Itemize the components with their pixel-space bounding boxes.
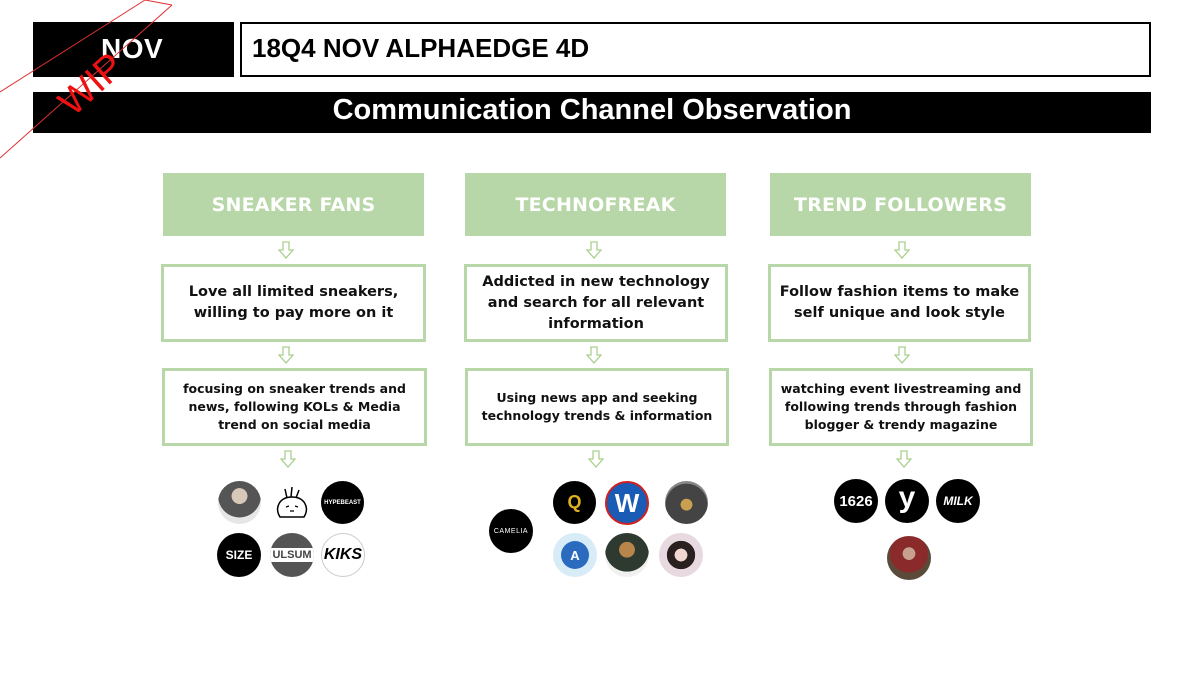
- channel-logo-w-weekly[interactable]: W: [605, 481, 649, 525]
- channel-logo-1626-magazine[interactable]: 1626: [834, 479, 878, 523]
- down-arrow-icon: [894, 346, 910, 364]
- channel-logo-captain-cartoon[interactable]: A: [553, 533, 597, 577]
- segment-header-sneaker-fans: SNEAKER FANS: [163, 173, 424, 236]
- trait-box-technofreak: Addicted in new technology and search fo…: [464, 264, 728, 342]
- behavior-box-trend-followers: watching event livestreaming and followi…: [769, 368, 1033, 446]
- down-arrow-icon: [280, 450, 296, 468]
- channel-logo-girl-photo[interactable]: [659, 533, 703, 577]
- channel-logo-hypebeast[interactable]: HYPEBEAST: [321, 481, 364, 524]
- channel-logo-blogger-photo[interactable]: [887, 536, 931, 580]
- channel-logo-kiks[interactable]: KIKS: [321, 533, 365, 577]
- section-title-bar: [33, 92, 1151, 133]
- report-title: 18Q4 NOV ALPHAEDGE 4D: [252, 33, 590, 63]
- trait-box-trend-followers: Follow fashion items to make self unique…: [768, 264, 1031, 342]
- section-title: Communication Channel Observation: [332, 94, 852, 126]
- bunny-icon: [276, 486, 307, 518]
- down-arrow-icon: [894, 241, 910, 259]
- report-title-box: [240, 22, 1151, 77]
- channel-logo-cartoon-bunny[interactable]: [270, 481, 313, 524]
- channel-logo-camelia[interactable]: CAMELIA: [489, 509, 533, 553]
- segment-header-trend-followers: TREND FOLLOWERS: [770, 173, 1031, 236]
- channel-logo-ulsum[interactable]: ULSUM: [270, 533, 314, 577]
- channel-logo-milk[interactable]: MILK: [936, 479, 980, 523]
- wip-watermark-band: [0, 0, 173, 159]
- segment-header-technofreak: TECHNOFREAK: [465, 173, 726, 236]
- channel-logo-y[interactable]: y: [885, 479, 929, 523]
- down-arrow-icon: [896, 450, 912, 468]
- down-arrow-icon: [278, 346, 294, 364]
- channel-logo-kol-photo[interactable]: [218, 481, 261, 524]
- ulsum-label: ULSUM: [270, 548, 314, 562]
- down-arrow-icon: [278, 241, 294, 259]
- channel-logo-size[interactable]: SIZE: [217, 533, 261, 577]
- down-arrow-icon: [586, 241, 602, 259]
- channel-logo-q-daily[interactable]: Q: [553, 481, 596, 524]
- channel-logo-anime-character[interactable]: [605, 533, 649, 577]
- down-arrow-icon: [586, 346, 602, 364]
- down-arrow-icon: [588, 450, 604, 468]
- behavior-box-sneaker-fans: focusing on sneaker trends and news, fol…: [162, 368, 427, 446]
- captain-label: A: [561, 541, 589, 569]
- behavior-box-technofreak: Using news app and seeking technology tr…: [465, 368, 729, 446]
- trait-box-sneaker-fans: Love all limited sneakers, willing to pa…: [161, 264, 426, 342]
- channel-logo-masked-avatar[interactable]: [665, 481, 708, 524]
